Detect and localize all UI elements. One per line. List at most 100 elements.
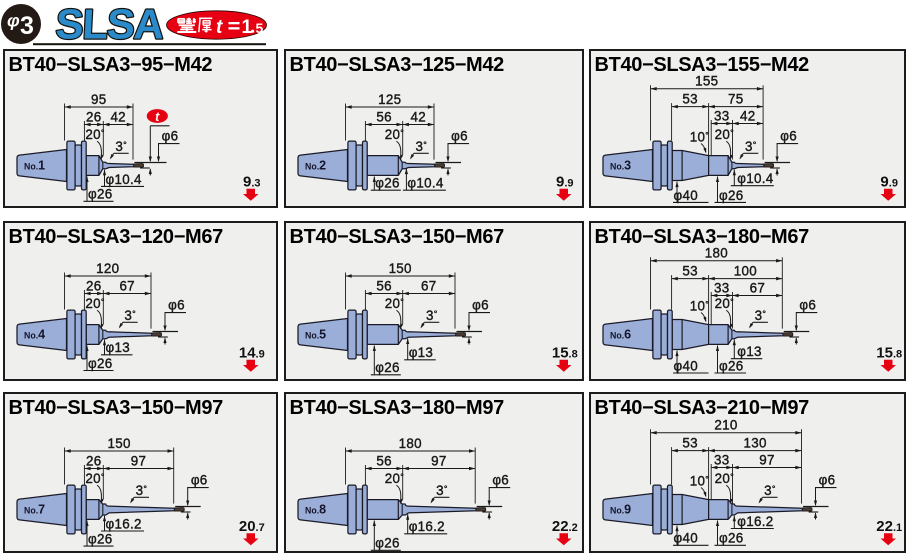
svg-text:53: 53 — [682, 91, 698, 106]
svg-text:t: t — [216, 17, 223, 38]
svg-text:φ26: φ26 — [88, 532, 112, 547]
svg-text:125: 125 — [378, 92, 401, 107]
svg-text:75: 75 — [728, 91, 744, 106]
svg-text:67: 67 — [119, 278, 135, 293]
svg-text:33: 33 — [714, 108, 730, 123]
svg-text:No.2: No.2 — [305, 159, 326, 173]
svg-text:BT40−SLSA3−180−M67: BT40−SLSA3−180−M67 — [595, 226, 810, 248]
svg-text:56: 56 — [376, 453, 392, 468]
svg-text:22.2: 22.2 — [552, 518, 578, 535]
svg-text:20°: 20° — [715, 471, 735, 486]
svg-text:97: 97 — [759, 452, 775, 467]
svg-text:3°: 3° — [426, 308, 438, 323]
svg-text:150: 150 — [107, 436, 130, 451]
svg-text:97: 97 — [131, 453, 147, 468]
svg-text:BT40−SLSA3−125−M42: BT40−SLSA3−125−M42 — [290, 54, 505, 76]
svg-text:20°: 20° — [85, 471, 105, 486]
svg-text:20°: 20° — [385, 471, 405, 486]
svg-text:56: 56 — [376, 278, 392, 293]
svg-text:20°: 20° — [85, 296, 105, 311]
svg-text:97: 97 — [431, 453, 447, 468]
svg-text:33: 33 — [714, 452, 730, 467]
svg-text:20°: 20° — [715, 127, 735, 142]
svg-text:210: 210 — [714, 418, 737, 433]
svg-text:φ40: φ40 — [674, 358, 698, 373]
svg-text:φ: φ — [7, 11, 20, 31]
svg-text:155: 155 — [695, 74, 718, 89]
svg-text:BT40−SLSA3−180−M97: BT40−SLSA3−180−M97 — [290, 397, 505, 419]
svg-text:120: 120 — [96, 261, 119, 276]
svg-text:SLSA: SLSA — [55, 1, 165, 48]
svg-text:BT40−SLSA3−95−M42: BT40−SLSA3−95−M42 — [9, 54, 213, 76]
svg-text:φ26: φ26 — [719, 188, 743, 203]
svg-text:53: 53 — [682, 263, 698, 278]
svg-text:φ6: φ6 — [451, 129, 468, 144]
svg-text:42: 42 — [740, 108, 756, 123]
svg-text:φ26: φ26 — [375, 176, 399, 191]
svg-text:φ6: φ6 — [780, 129, 797, 144]
svg-text:BT40−SLSA3−210−M97: BT40−SLSA3−210−M97 — [595, 397, 810, 419]
svg-text:150: 150 — [389, 261, 412, 276]
svg-text:20.7: 20.7 — [239, 518, 265, 535]
svg-text:20°: 20° — [715, 296, 735, 311]
svg-text:3°: 3° — [436, 483, 448, 498]
svg-text:15.8: 15.8 — [552, 345, 578, 362]
svg-text:100: 100 — [734, 263, 757, 278]
svg-text:3: 3 — [20, 12, 34, 40]
svg-text:10°: 10° — [690, 299, 710, 314]
svg-text:φ6: φ6 — [191, 473, 208, 488]
svg-text:φ6: φ6 — [799, 298, 816, 313]
svg-text:5: 5 — [256, 20, 264, 36]
svg-text:180: 180 — [399, 436, 422, 451]
svg-text:t: t — [155, 110, 160, 124]
svg-text:53: 53 — [682, 435, 698, 450]
svg-text:3°: 3° — [755, 308, 767, 323]
svg-text:3°: 3° — [115, 139, 127, 154]
svg-text:φ6: φ6 — [168, 298, 185, 313]
svg-text:φ6: φ6 — [819, 473, 836, 488]
svg-text:3°: 3° — [745, 139, 757, 154]
svg-text:φ10.4: φ10.4 — [106, 172, 142, 187]
svg-text:No.6: No.6 — [610, 328, 631, 342]
svg-text:9.3: 9.3 — [243, 174, 261, 191]
svg-text:φ10.4: φ10.4 — [737, 171, 773, 186]
svg-text:φ13: φ13 — [106, 340, 130, 355]
svg-text:φ26: φ26 — [375, 536, 399, 551]
svg-text:3°: 3° — [415, 139, 427, 154]
svg-text:φ26: φ26 — [719, 358, 743, 373]
svg-text:φ40: φ40 — [674, 188, 698, 203]
svg-text:42: 42 — [110, 109, 126, 124]
svg-text:φ16.2: φ16.2 — [409, 519, 445, 534]
svg-text:φ26: φ26 — [375, 360, 399, 375]
svg-text:42: 42 — [411, 109, 427, 124]
svg-text:3°: 3° — [124, 308, 136, 323]
svg-text:No.8: No.8 — [305, 503, 326, 517]
svg-text:φ16.2: φ16.2 — [106, 516, 142, 531]
svg-text:φ40: φ40 — [674, 531, 698, 546]
svg-text:1: 1 — [242, 17, 253, 38]
svg-text:φ6: φ6 — [162, 129, 179, 144]
svg-text:BT40−SLSA3−155−M42: BT40−SLSA3−155−M42 — [595, 54, 810, 76]
svg-text:15.8: 15.8 — [876, 345, 902, 362]
svg-text:10°: 10° — [690, 130, 710, 145]
svg-text:φ6: φ6 — [472, 298, 489, 313]
svg-text:20°: 20° — [385, 127, 405, 142]
svg-text:10°: 10° — [690, 474, 710, 489]
svg-text:56: 56 — [376, 109, 392, 124]
svg-text:22.1: 22.1 — [876, 518, 902, 535]
svg-text:No.3: No.3 — [610, 159, 631, 173]
svg-text:26: 26 — [86, 109, 102, 124]
svg-text:φ13: φ13 — [737, 344, 761, 359]
svg-text:26: 26 — [86, 453, 102, 468]
svg-text:9.9: 9.9 — [556, 174, 574, 191]
svg-text:130: 130 — [743, 435, 766, 450]
svg-text:BT40−SLSA3−150−M67: BT40−SLSA3−150−M67 — [290, 226, 505, 248]
svg-text:9.9: 9.9 — [880, 174, 898, 191]
svg-text:No.9: No.9 — [610, 503, 631, 517]
svg-text:3°: 3° — [764, 483, 776, 498]
svg-text:67: 67 — [750, 280, 766, 295]
svg-text:φ26: φ26 — [719, 531, 743, 546]
svg-text:φ13: φ13 — [409, 345, 433, 360]
svg-text:3°: 3° — [136, 483, 148, 498]
svg-text:No.5: No.5 — [305, 328, 326, 342]
